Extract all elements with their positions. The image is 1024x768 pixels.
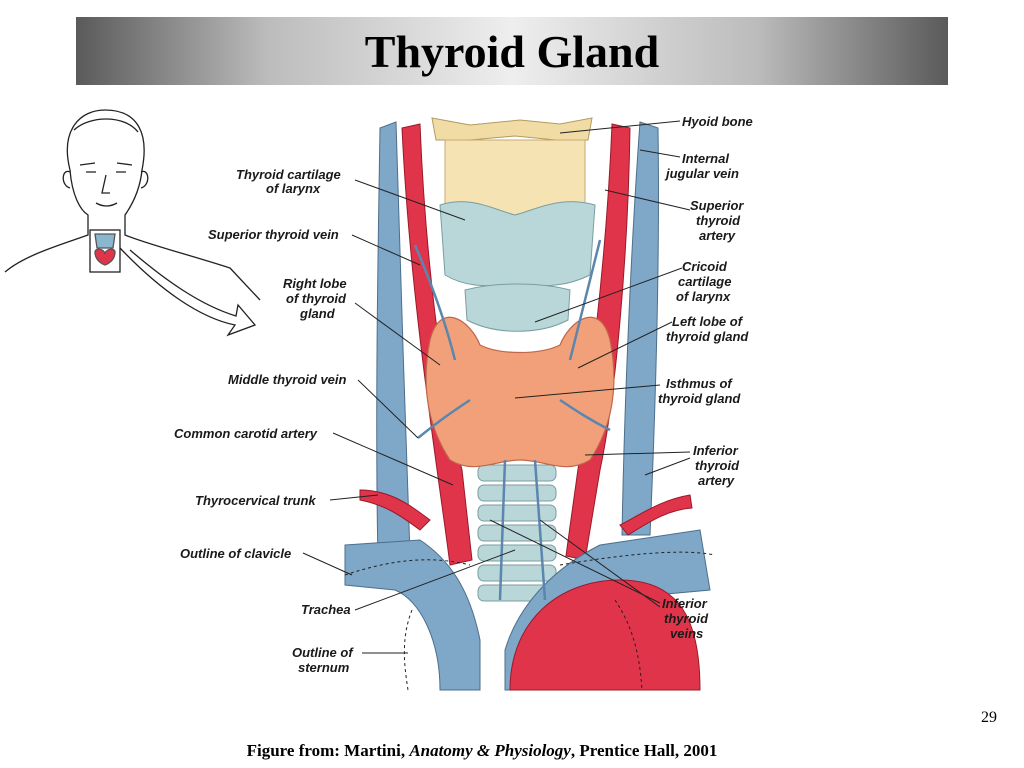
- leader-lines: [302, 120, 691, 654]
- label-isthmus-1: Isthmus of: [666, 376, 733, 391]
- label-outline-clavicle: Outline of clavicle: [180, 546, 291, 561]
- label-left-lobe-1: Left lobe of: [672, 314, 744, 329]
- label-inferior-thyroid-artery-1: Inferior: [693, 443, 739, 458]
- label-right-lobe-3: gland: [299, 306, 336, 321]
- slide-number: 29: [981, 709, 997, 726]
- label-superior-thyroid-artery-3: artery: [699, 228, 736, 243]
- label-inferior-thyroid-artery-2: thyroid: [695, 458, 740, 473]
- label-inferior-thyroid-veins-2: thyroid: [664, 611, 709, 626]
- label-outline-sternum-1: Outline of: [292, 645, 354, 660]
- label-left-lobe-2: thyroid gland: [666, 329, 749, 344]
- label-internal-jugular-2: jugular vein: [664, 166, 739, 181]
- label-middle-thyroid-vein: Middle thyroid vein: [228, 372, 347, 387]
- label-right-lobe-1: Right lobe: [283, 276, 347, 291]
- label-thyroid-cartilage-1: Thyroid cartilage: [236, 167, 341, 182]
- diagram-labels: Hyoid bone Internal jugular vein Thyroid…: [174, 114, 753, 675]
- label-common-carotid: Common carotid artery: [174, 426, 318, 441]
- label-inferior-thyroid-veins-1: Inferior: [662, 596, 708, 611]
- label-thyroid-cartilage-2: of larynx: [266, 181, 321, 196]
- label-inferior-thyroid-artery-3: artery: [698, 473, 735, 488]
- label-cricoid-1: Cricoid: [682, 259, 728, 274]
- label-hyoid-bone: Hyoid bone: [682, 114, 753, 129]
- label-isthmus-2: thyroid gland: [658, 391, 741, 406]
- label-internal-jugular-1: Internal: [682, 151, 729, 166]
- label-thyrocervical-trunk: Thyrocervical trunk: [195, 493, 316, 508]
- label-cricoid-2: cartilage: [678, 274, 731, 289]
- figure-caption: Figure from: Martini, Anatomy & Physiolo…: [0, 741, 964, 761]
- label-superior-thyroid-artery-1: Superior: [690, 198, 744, 213]
- neck-anatomy: [344, 117, 716, 691]
- caption-book-title: Anatomy & Physiology: [409, 741, 571, 760]
- label-right-lobe-2: of thyroid: [286, 291, 347, 306]
- caption-prefix: Figure from: Martini,: [246, 741, 410, 760]
- label-inferior-thyroid-veins-3: veins: [670, 626, 703, 641]
- head-figure: [4, 109, 261, 337]
- slide-title: Thyroid Gland: [364, 25, 660, 77]
- caption-suffix: , Prentice Hall, 2001: [570, 741, 718, 760]
- title-bar: Thyroid Gland: [76, 17, 948, 85]
- label-cricoid-3: of larynx: [676, 289, 731, 304]
- label-superior-thyroid-artery-2: thyroid: [696, 213, 741, 228]
- label-outline-sternum-2: sternum: [298, 660, 350, 675]
- label-trachea: Trachea: [301, 602, 351, 617]
- label-superior-thyroid-vein: Superior thyroid vein: [208, 227, 339, 242]
